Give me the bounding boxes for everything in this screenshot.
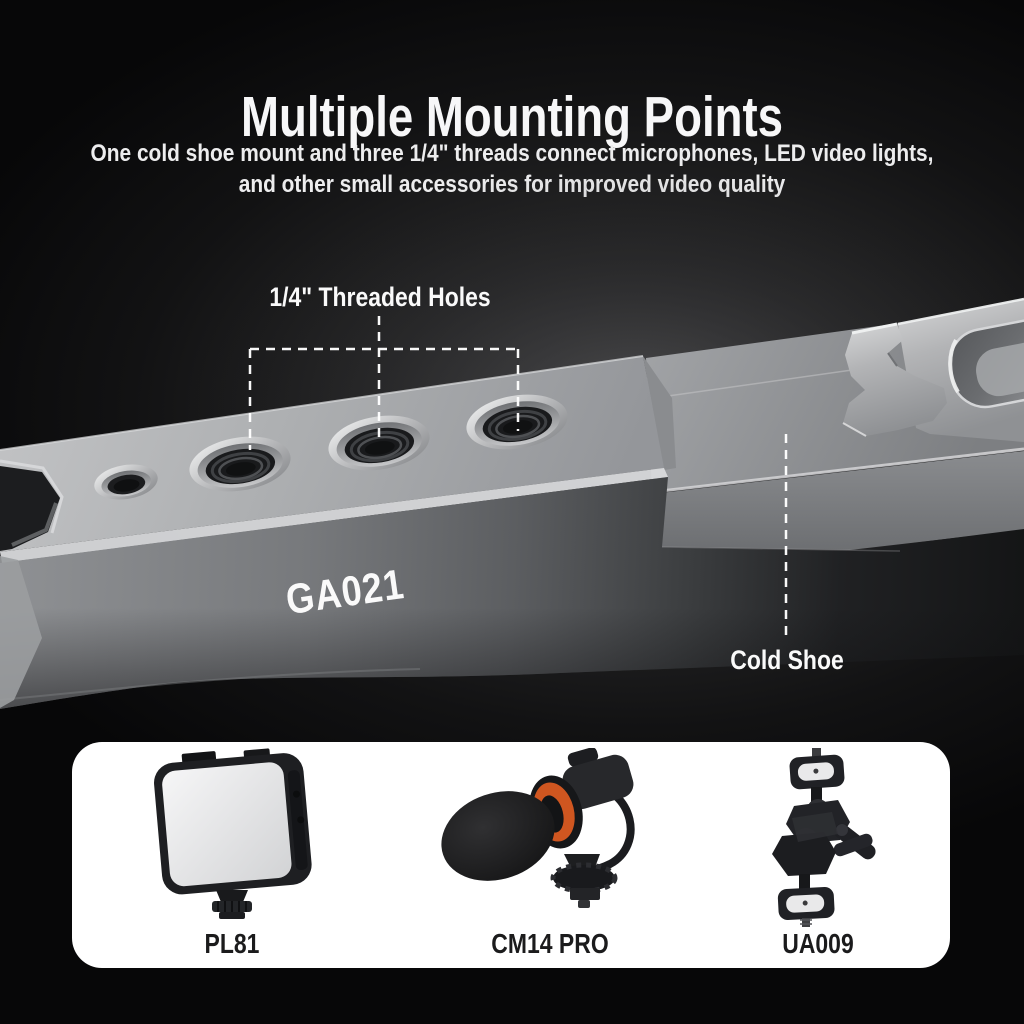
threaded-hole-2 xyxy=(328,415,430,471)
plate-slot-cutout xyxy=(0,459,64,551)
cold-shoe-wing xyxy=(842,322,947,437)
accessory-cm14-pro: CM14 PRO xyxy=(440,748,660,960)
small-mount-hole xyxy=(94,464,158,500)
plate-step-face xyxy=(643,356,676,470)
callout-dashed-lines xyxy=(248,316,788,636)
threaded-hole-1 xyxy=(189,436,291,492)
plate-front-face xyxy=(0,477,1024,709)
magic-arm-image xyxy=(772,748,876,927)
accessory-pl81: PL81 xyxy=(122,748,342,960)
accessory-ua009: UA009 xyxy=(708,748,928,960)
accessory-label-cm14-pro: CM14 PRO xyxy=(491,928,609,959)
accessory-label-pl81: PL81 xyxy=(204,928,260,959)
plate-left-end xyxy=(0,556,42,708)
accessory-label-ua009: UA009 xyxy=(782,928,854,959)
plate-front-bevel xyxy=(0,468,668,563)
callout-cold-shoe: Cold Shoe xyxy=(730,645,844,675)
accessories-card: PL81 CM14 PRO xyxy=(72,742,950,968)
microphone-image xyxy=(441,748,635,908)
callout-threaded-holes: 1/4" Threaded Holes xyxy=(269,282,491,312)
led-light-image xyxy=(154,748,312,919)
